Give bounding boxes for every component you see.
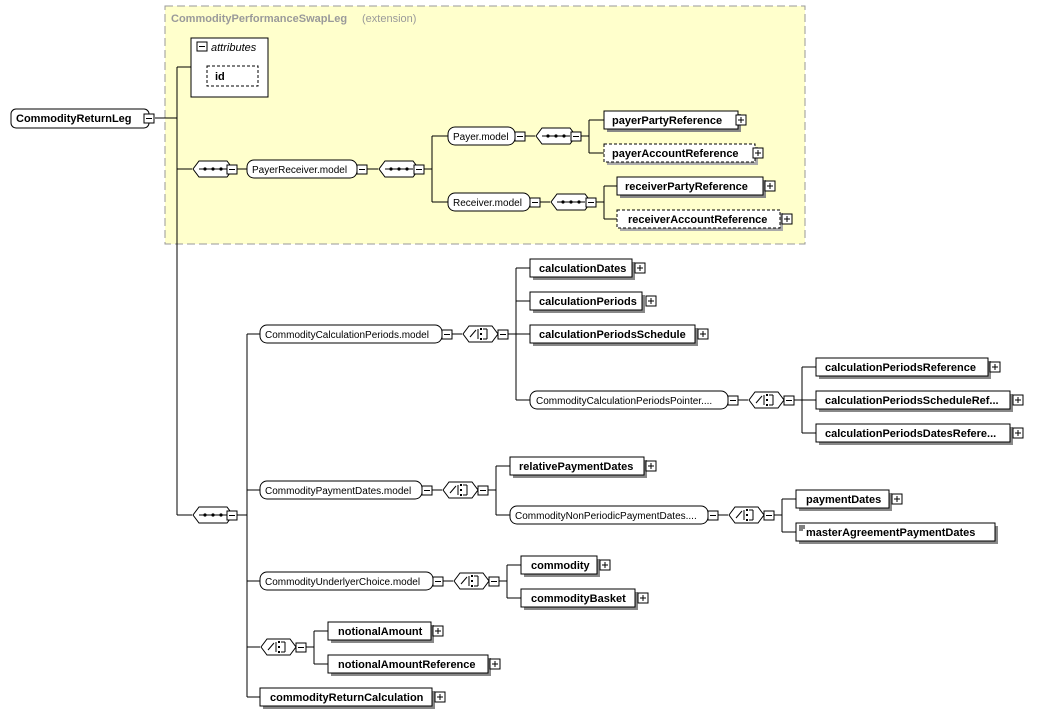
group-commodity-non-periodic-payment-dates[interactable]: CommodityNonPeriodicPaymentDates.... (509, 505, 719, 525)
element-commodity-return-calculation[interactable]: commodityReturnCalculation (259, 687, 446, 709)
element-relative-payment-dates[interactable]: relativePaymentDates (509, 456, 657, 478)
root-element[interactable]: CommodityReturnLeg (10, 108, 155, 129)
group-label: CommodityUnderlyerChoice.model (265, 577, 420, 588)
group-payer-model[interactable]: Payer.model (447, 126, 526, 146)
element-label: payerAccountReference (612, 148, 739, 160)
group-label: CommodityNonPeriodicPaymentDates.... (515, 511, 697, 522)
group-label: CommodityCalculationPeriodsPointer.... (536, 396, 712, 407)
group-label: Payer.model (453, 132, 509, 143)
element-label: paymentDates (806, 494, 881, 506)
group-label: PayerReceiver.model (252, 165, 347, 176)
root-element-label: CommodityReturnLeg (16, 113, 132, 125)
text-content-icon (799, 525, 805, 531)
element-label: commodityReturnCalculation (270, 692, 424, 704)
element-calculation-periods[interactable]: calculationPeriods (529, 291, 657, 313)
group-payer-receiver-model[interactable]: PayerReceiver.model (246, 159, 368, 179)
element-master-agreement-payment-dates[interactable]: masterAgreementPaymentDates (795, 522, 998, 544)
element-commodity-basket[interactable]: commodityBasket (520, 588, 649, 610)
extension-type-name: CommodityPerformanceSwapLeg (171, 13, 347, 25)
group-receiver-model[interactable]: Receiver.model (447, 192, 541, 212)
element-label: calculationPeriods (539, 296, 637, 308)
attributes-title: attributes (211, 42, 257, 54)
sequence-compositor[interactable] (192, 160, 238, 178)
element-label: receiverAccountReference (628, 214, 767, 226)
choice-compositor[interactable] (260, 638, 307, 656)
group-commodity-calculation-periods-model[interactable]: CommodityCalculationPeriods.model (259, 324, 453, 344)
element-label: calculationPeriodsDatesRefere... (825, 428, 996, 440)
choice-compositor[interactable] (442, 481, 489, 499)
element-calculation-periods-schedule-reference[interactable]: calculationPeriodsScheduleRef... (815, 390, 1024, 412)
group-commodity-calculation-periods-pointer[interactable]: CommodityCalculationPeriodsPointer.... (529, 390, 739, 410)
element-label: calculationPeriodsSchedule (539, 329, 686, 341)
group-commodity-underlyer-choice-model[interactable]: CommodityUnderlyerChoice.model (259, 571, 444, 591)
element-receiver-account-reference[interactable]: receiverAccountReference (616, 209, 793, 231)
element-calculation-dates[interactable]: calculationDates (529, 258, 646, 280)
sequence-compositor[interactable] (378, 160, 425, 178)
element-label: calculationPeriodsReference (825, 362, 976, 374)
element-label: commodityBasket (531, 593, 626, 605)
connector-lines (155, 66, 816, 698)
element-label: receiverPartyReference (625, 181, 748, 193)
attribute-id-label: id (215, 71, 225, 83)
sequence-compositor[interactable] (535, 127, 582, 145)
sequence-compositor[interactable] (192, 506, 238, 524)
attribute-id[interactable] (206, 65, 259, 87)
element-payment-dates[interactable]: paymentDates (795, 489, 903, 511)
choice-compositor[interactable] (728, 506, 775, 524)
element-commodity[interactable]: commodity (520, 555, 611, 577)
choice-compositor[interactable] (462, 325, 509, 343)
group-label: CommodityPaymentDates.model (265, 486, 411, 497)
element-payer-account-reference[interactable]: payerAccountReference (603, 143, 764, 165)
element-label: masterAgreementPaymentDates (806, 527, 975, 539)
element-label: relativePaymentDates (519, 461, 633, 473)
attributes-box: attributes id (190, 37, 269, 98)
element-label: commodity (531, 560, 591, 572)
element-payer-party-reference[interactable]: payerPartyReference (603, 110, 747, 132)
sequence-compositor[interactable] (550, 193, 597, 211)
element-notional-amount-reference[interactable]: notionalAmountReference (327, 654, 501, 676)
element-label: calculationPeriodsScheduleRef... (825, 395, 999, 407)
element-calculation-periods-schedule[interactable]: calculationPeriodsSchedule (529, 324, 709, 346)
element-label: payerPartyReference (612, 115, 722, 127)
element-calculation-periods-dates-reference[interactable]: calculationPeriodsDatesRefere... (815, 423, 1024, 445)
element-label: notionalAmountReference (338, 659, 476, 671)
element-label: notionalAmount (338, 626, 423, 638)
element-calculation-periods-reference[interactable]: calculationPeriodsReference (815, 357, 1001, 379)
element-receiver-party-reference[interactable]: receiverPartyReference (616, 176, 776, 198)
element-notional-amount[interactable]: notionalAmount (327, 621, 444, 643)
element-label: calculationDates (539, 263, 626, 275)
group-label: CommodityCalculationPeriods.model (265, 330, 429, 341)
choice-compositor[interactable] (748, 391, 795, 409)
group-label: Receiver.model (453, 198, 522, 209)
group-commodity-payment-dates-model[interactable]: CommodityPaymentDates.model (259, 480, 433, 500)
extension-note: (extension) (362, 13, 416, 25)
choice-compositor[interactable] (453, 572, 500, 590)
